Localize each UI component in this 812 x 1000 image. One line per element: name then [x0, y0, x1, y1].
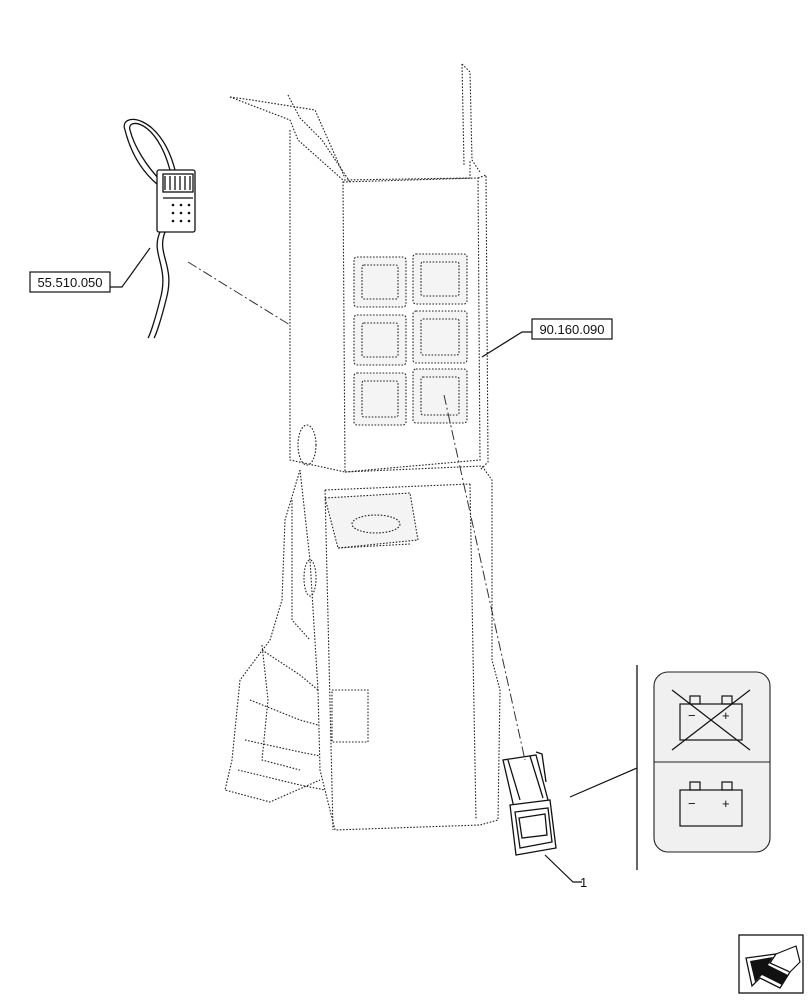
- rocker-switch: [443, 394, 557, 856]
- switch-slot: [353, 372, 407, 426]
- switch-slot: [353, 256, 407, 308]
- detail-leader: [569, 767, 638, 798]
- connector-plug: [156, 169, 196, 233]
- battery-disconnect-icon: − +: [671, 689, 751, 751]
- arrow-back-icon[interactable]: [738, 934, 804, 994]
- console-pillar: [224, 63, 501, 831]
- battery-symbol-panel: − + − +: [653, 671, 771, 853]
- callout-panel-ref: 90.160.090: [481, 318, 613, 358]
- switch-bank: [353, 253, 468, 426]
- battery-minus-sign: −: [688, 708, 696, 723]
- callout-connector-ref: 55.510.050: [29, 247, 151, 293]
- battery-icon: − +: [679, 781, 743, 827]
- switch-slot: [412, 310, 468, 364]
- battery-plus-sign: +: [722, 708, 730, 723]
- callout-item-1: 1: [544, 854, 587, 890]
- svg-text:1: 1: [580, 875, 587, 890]
- svg-text:90.160.090: 90.160.090: [539, 322, 604, 337]
- battery-minus-sign: −: [688, 796, 696, 811]
- switch-slot: [412, 253, 468, 305]
- svg-text:55.510.050: 55.510.050: [37, 275, 102, 290]
- switch-slot-target: [412, 368, 468, 424]
- wiring-harness: [123, 118, 291, 339]
- battery-plus-sign: +: [722, 796, 730, 811]
- switch-slot: [353, 314, 407, 366]
